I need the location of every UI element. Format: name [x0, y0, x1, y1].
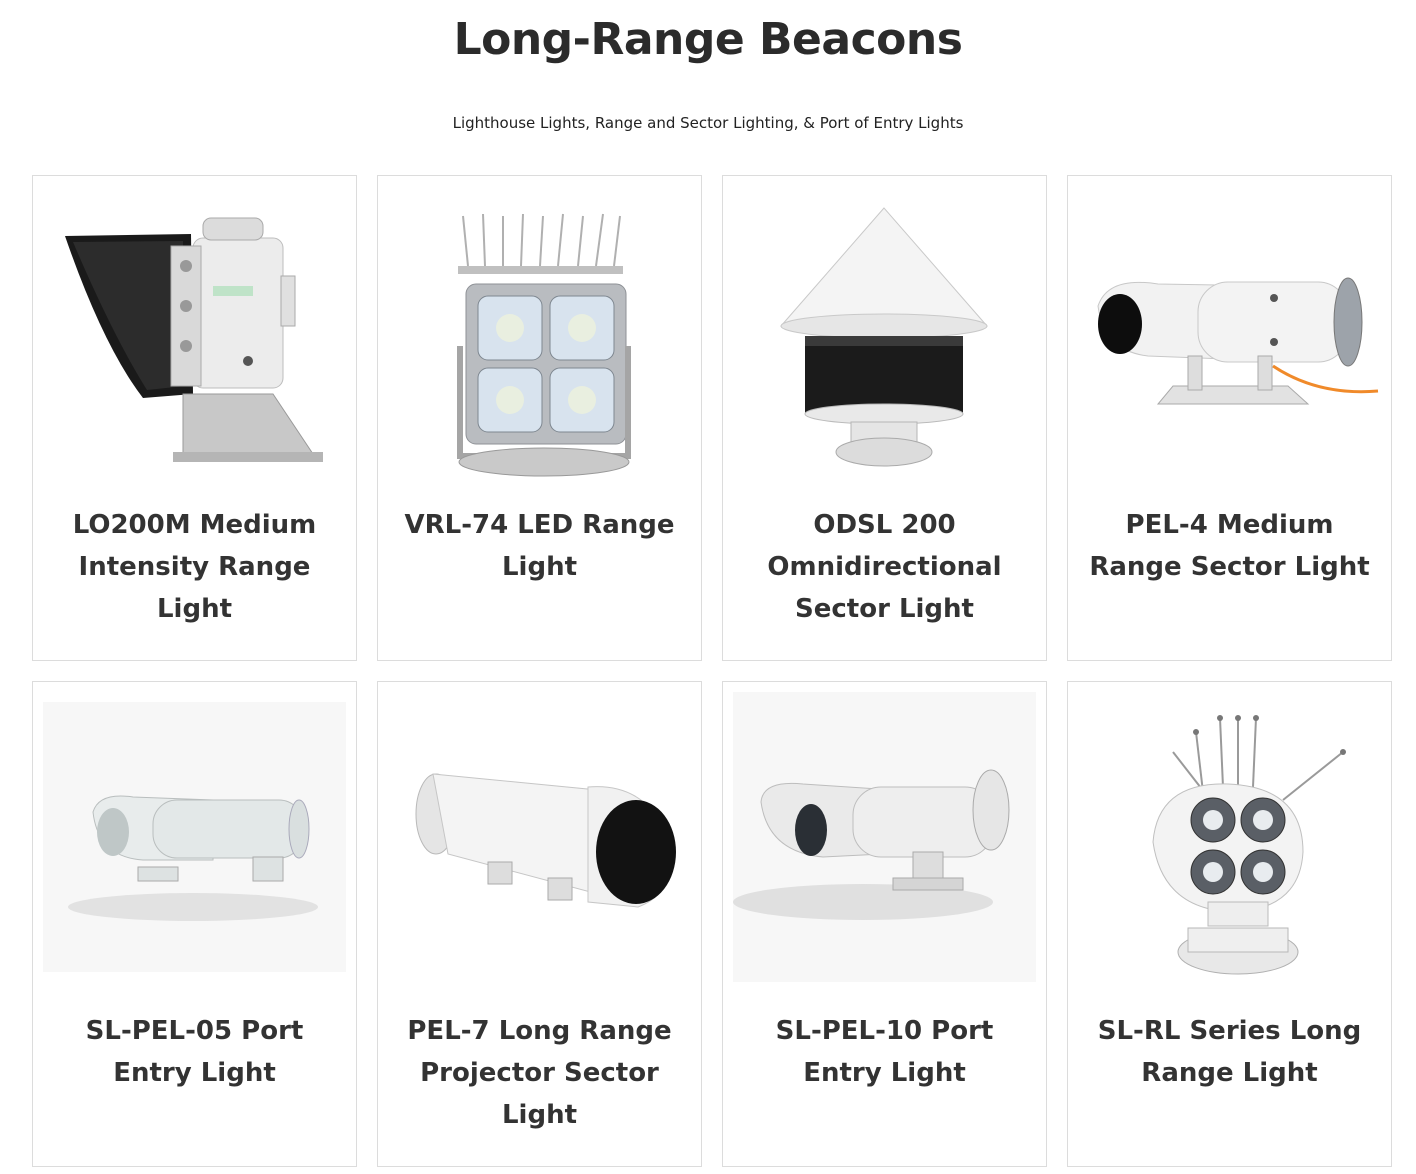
product-image[interactable] — [1078, 692, 1381, 992]
cylinder-sector-light-image — [1097, 277, 1379, 405]
product-image[interactable] — [43, 692, 346, 992]
projector-sector-light-image — [415, 773, 676, 908]
product-title[interactable]: VRL-74 LED Range Light — [404, 510, 675, 582]
product-title[interactable]: LO200M Medium Intensity Range Light — [72, 510, 317, 624]
product-card-vrl-74[interactable]: VRL-74 LED Range Light — [377, 175, 702, 661]
product-card-lo200m[interactable]: LO200M Medium Intensity Range Light — [32, 175, 357, 661]
product-title[interactable]: SL-PEL-05 Port Entry Light — [85, 1016, 304, 1088]
product-title[interactable]: ODSL 200 Omnidirectional Sector Light — [767, 510, 1002, 624]
product-image[interactable] — [388, 692, 691, 992]
product-grid: LO200M Medium Intensity Range Light — [32, 175, 1392, 1167]
product-title[interactable]: PEL-7 Long Range Projector Sector Light — [407, 1016, 672, 1130]
page-subtitle: Lighthouse Lights, Range and Sector Ligh… — [452, 114, 964, 132]
cone-top-sector-light-image — [780, 207, 988, 467]
product-card-pel-4[interactable]: PEL-4 Medium Range Sector Light — [1067, 175, 1392, 661]
product-image[interactable] — [388, 186, 691, 486]
port-entry-light-image — [43, 702, 346, 972]
product-card-sl-pel-10[interactable]: SL-PEL-10 Port Entry Light — [722, 681, 1047, 1167]
hooded-range-light-image — [65, 217, 323, 462]
product-image[interactable] — [1078, 186, 1381, 486]
product-card-odsl-200[interactable]: ODSL 200 Omnidirectional Sector Light — [722, 175, 1047, 661]
product-card-sl-rl-series[interactable]: SL-RL Series Long Range Light — [1067, 681, 1392, 1167]
quad-led-range-light-image — [457, 213, 631, 477]
quad-lamp-long-range-light-image — [1152, 715, 1346, 975]
product-title[interactable]: SL-RL Series Long Range Light — [1097, 1016, 1362, 1088]
product-title[interactable]: SL-PEL-10 Port Entry Light — [775, 1016, 994, 1088]
product-image[interactable] — [733, 692, 1036, 992]
product-title[interactable]: PEL-4 Medium Range Sector Light — [1089, 510, 1370, 582]
product-card-sl-pel-05[interactable]: SL-PEL-05 Port Entry Light — [32, 681, 357, 1167]
product-image[interactable] — [733, 186, 1036, 486]
page-title: Long-Range Beacons — [453, 14, 963, 65]
port-entry-light-10-image — [733, 692, 1036, 982]
product-card-pel-7[interactable]: PEL-7 Long Range Projector Sector Light — [377, 681, 702, 1167]
product-image[interactable] — [43, 186, 346, 486]
